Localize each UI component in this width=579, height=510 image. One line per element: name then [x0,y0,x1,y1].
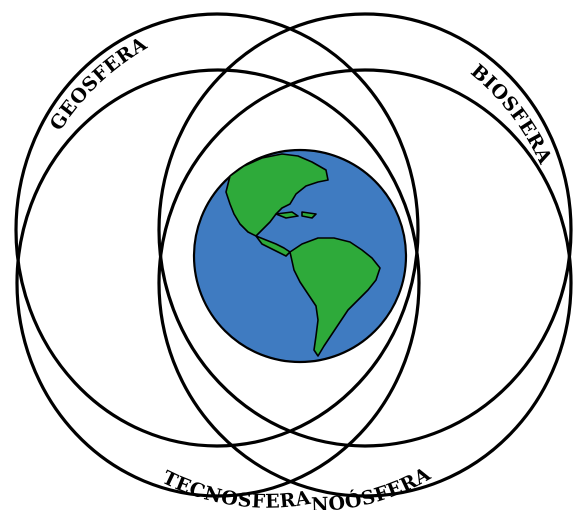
tecnosfera-label: TECNOSFERA [159,467,313,510]
globe-americas-icon [194,150,406,362]
noosfera-label: NOÓSFERA [311,463,435,510]
caribbean-islands-east [302,212,316,218]
geosfera-label: GEOSFERA [46,33,151,135]
